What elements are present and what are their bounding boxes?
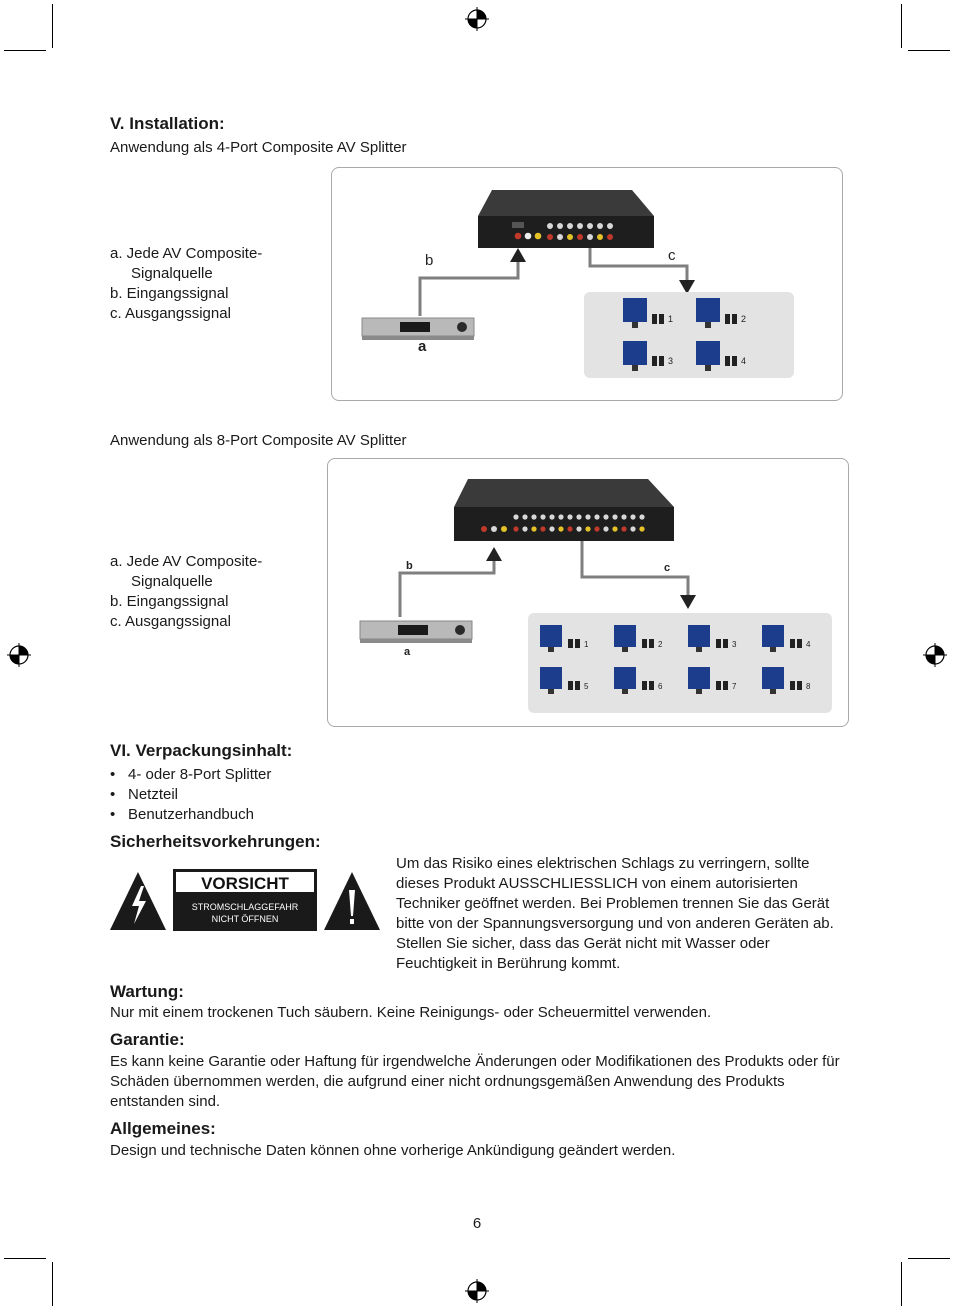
registration-mark-icon xyxy=(7,643,31,667)
maintenance-text: Nur mit einem trockenen Tuch säubern. Ke… xyxy=(110,1004,712,1021)
diagram-4port: 1 2 3 4 b c a xyxy=(331,167,843,401)
lightning-warning-icon xyxy=(110,872,166,930)
legend-8port: a. Jede AV Composite- Signalquelle b. Ei… xyxy=(110,552,262,632)
package-heading: VI. Verpackungsinhalt: xyxy=(110,741,293,760)
av-source-device-icon xyxy=(359,620,473,643)
monitor-number: 1 xyxy=(584,640,589,649)
monitor-number: 6 xyxy=(658,682,663,691)
diagram-label-a: a xyxy=(418,338,427,355)
installation-heading: V. Installation: xyxy=(110,114,225,133)
app4-caption: Anwendung als 4-Port Composite AV Splitt… xyxy=(110,139,407,156)
monitor-icon: 1 xyxy=(540,625,589,652)
monitor-number: 3 xyxy=(732,640,737,649)
monitor-icon: 6 xyxy=(614,667,663,694)
monitor-icon xyxy=(696,341,737,371)
safety-text: Um das Risiko eines elektrischen Schlags… xyxy=(396,855,834,972)
monitor-number: 4 xyxy=(806,640,811,649)
crop-mark xyxy=(901,1262,902,1306)
legend-b: b. Eingangssignal xyxy=(110,593,229,610)
legend-a: a. Jede AV Composite- xyxy=(110,553,263,570)
list-item: •Netzteil xyxy=(110,786,179,803)
legend-a: a. Jede AV Composite- xyxy=(110,245,263,262)
legend-a-cont: Signalquelle xyxy=(131,573,213,590)
general-text: Design und technische Daten können ohne … xyxy=(110,1142,676,1159)
crop-mark xyxy=(52,1262,53,1306)
legend-c: c. Ausgangssignal xyxy=(110,305,231,322)
registration-mark-icon xyxy=(465,7,489,31)
legend-a-cont: Signalquelle xyxy=(131,265,213,282)
crop-mark xyxy=(908,50,950,51)
monitor-icon: 5 xyxy=(540,667,589,694)
crop-mark xyxy=(52,4,53,48)
monitor-icon: 7 xyxy=(688,667,737,694)
monitor-icon: 3 xyxy=(688,625,737,652)
diagram-8port-graphic: 1 2 3 4 5 6 7 8 b c a xyxy=(359,479,832,713)
caution-label-graphic: VORSICHT STROMSCHLAGGEFAHR NICHT ÖFFNEN xyxy=(110,869,380,931)
maintenance-heading: Wartung: xyxy=(110,982,184,1001)
crop-mark xyxy=(908,1258,950,1259)
general-heading: Allgemeines: xyxy=(110,1119,216,1138)
warning-line1: STROMSCHLAGGEFAHR xyxy=(192,902,299,912)
app8-caption: Anwendung als 8-Port Composite AV Splitt… xyxy=(110,432,407,449)
monitor-number: 3 xyxy=(668,356,673,366)
monitor-icon xyxy=(623,298,664,328)
monitor-icon xyxy=(623,341,664,371)
crop-mark xyxy=(901,4,902,48)
monitor-number: 2 xyxy=(658,640,663,649)
legend-4port: a. Jede AV Composite- Signalquelle b. Ei… xyxy=(110,244,262,324)
monitor-number: 7 xyxy=(732,682,737,691)
diagram-8port: 1 2 3 4 5 6 7 8 b c a xyxy=(327,458,849,727)
safety-heading: Sicherheitsvorkehrungen: xyxy=(110,832,321,851)
diagram-4port-graphic: 1 2 3 4 b c a xyxy=(361,190,794,378)
warranty-text: Es kann keine Garantie oder Haftung für … xyxy=(110,1053,840,1110)
monitor-number: 8 xyxy=(806,682,811,691)
splitter-device-icon xyxy=(478,190,654,248)
list-item: •Benutzerhandbuch xyxy=(110,806,254,823)
crop-mark xyxy=(4,1258,46,1259)
monitor-number: 5 xyxy=(584,682,589,691)
monitor-icon: 2 xyxy=(614,625,663,652)
diagram-label-c: c xyxy=(664,562,670,574)
crop-mark xyxy=(4,50,46,51)
monitor-number: 1 xyxy=(668,314,673,324)
package-list: •4- oder 8-Port Splitter •Netzteil •Benu… xyxy=(110,765,271,825)
monitor-icon: 8 xyxy=(762,667,811,694)
exclamation-warning-icon xyxy=(324,872,380,930)
diagram-label-a: a xyxy=(404,646,411,658)
monitor-icon xyxy=(696,298,737,328)
diagram-label-b: b xyxy=(406,560,413,572)
registration-mark-icon xyxy=(465,1279,489,1303)
monitor-icon: 4 xyxy=(762,625,811,652)
warranty-heading: Garantie: xyxy=(110,1030,185,1049)
registration-mark-icon xyxy=(923,643,947,667)
av-source-device-icon xyxy=(361,317,475,340)
splitter-device-icon xyxy=(454,479,674,541)
list-item: •4- oder 8-Port Splitter xyxy=(110,766,272,783)
diagram-label-c: c xyxy=(668,247,676,264)
monitor-number: 2 xyxy=(741,314,746,324)
warning-line2: NICHT ÖFFNEN xyxy=(212,914,279,924)
legend-b: b. Eingangssignal xyxy=(110,285,229,302)
legend-c: c. Ausgangssignal xyxy=(110,613,231,630)
warning-title: VORSICHT xyxy=(201,874,289,893)
page-number: 6 xyxy=(472,1215,482,1232)
diagram-label-b: b xyxy=(425,252,433,269)
monitor-number: 4 xyxy=(741,356,746,366)
